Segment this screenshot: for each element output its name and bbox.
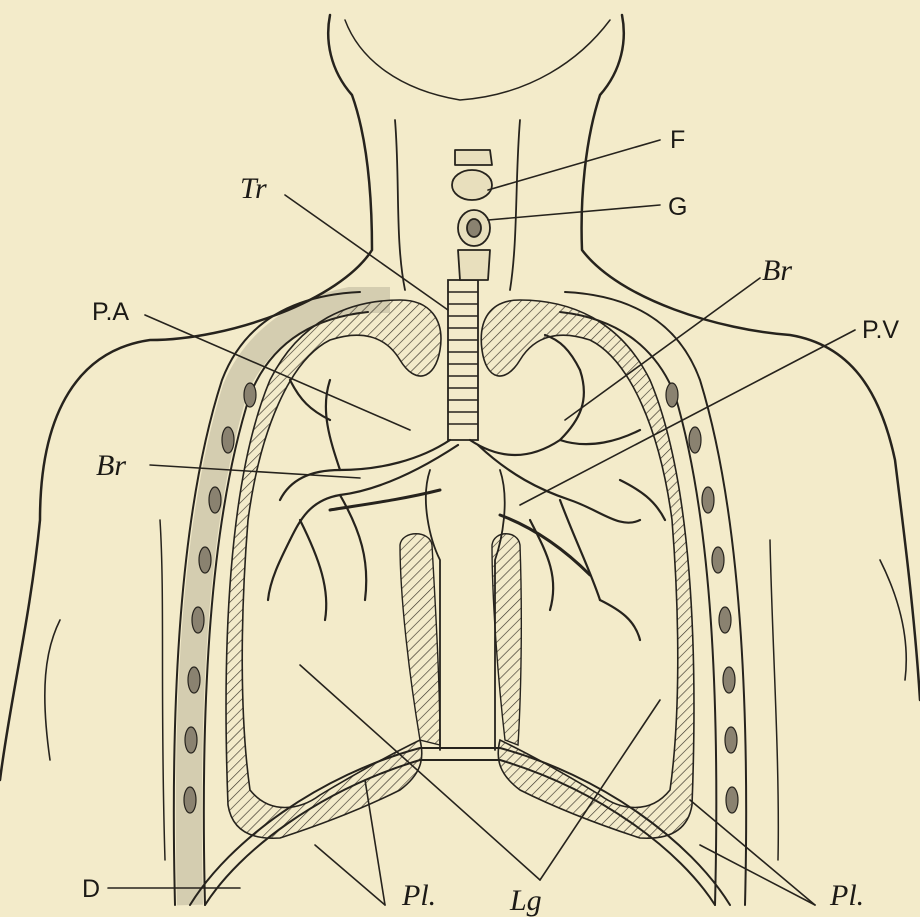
larynx bbox=[452, 150, 492, 280]
label-Br-left: Br bbox=[96, 449, 126, 482]
label-Tr: Tr bbox=[240, 172, 267, 205]
label-PV: P.V bbox=[862, 316, 899, 344]
trachea bbox=[448, 280, 478, 440]
label-Br-right: Br bbox=[762, 254, 792, 287]
label-PA: P.A bbox=[92, 298, 129, 326]
label-Pl-right: Pl. bbox=[829, 879, 864, 912]
label-Lg: Lg bbox=[509, 884, 542, 917]
label-Pl-left: Pl. bbox=[401, 879, 436, 912]
label-G: G bbox=[668, 193, 687, 221]
label-F: F bbox=[670, 126, 685, 154]
pulmonary-vessels bbox=[330, 490, 590, 575]
label-D: D bbox=[82, 875, 100, 903]
